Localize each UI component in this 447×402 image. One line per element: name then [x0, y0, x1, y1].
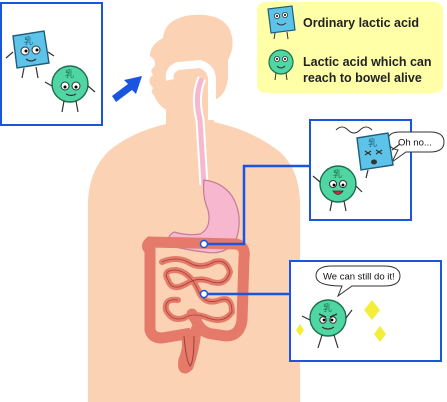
intake-ordinary-bacterium [5, 30, 55, 79]
sparkle-large [364, 300, 380, 320]
sparkle-small [374, 326, 386, 342]
legend: Ordinary lactic acid Lactic acid which c… [257, 2, 443, 93]
intake-alive-bacterium [44, 65, 96, 113]
legend-ordinary-label: Ordinary lactic acid [303, 16, 420, 30]
intake-arrow [112, 76, 142, 102]
stomach-point [199, 239, 209, 249]
legend-icons [267, 5, 296, 81]
rectum [183, 335, 195, 367]
ordinary-lactic-acid-icon [267, 5, 296, 40]
esophagus-inner [194, 76, 207, 186]
legend-alive-label: Lactic acid which can reach to bowel ali… [303, 55, 432, 85]
intestine-speech-bubble [315, 265, 401, 298]
stomach-connector [204, 164, 310, 246]
intestine-alive-bacterium [301, 299, 353, 349]
sparkle-tiny [296, 324, 304, 336]
stomach-alive-bacterium [312, 165, 363, 212]
intestine-point [199, 289, 209, 299]
airway [165, 59, 216, 120]
alive-lactic-acid-icon [268, 49, 294, 81]
intestine-speech-text: We can still do it! [323, 272, 395, 283]
small-intestine-outline [161, 258, 233, 321]
fainting-swirl [335, 126, 373, 134]
stomach-speech-text: Oh no... [398, 138, 432, 149]
stomach-ordinary-bacterium [356, 132, 401, 179]
